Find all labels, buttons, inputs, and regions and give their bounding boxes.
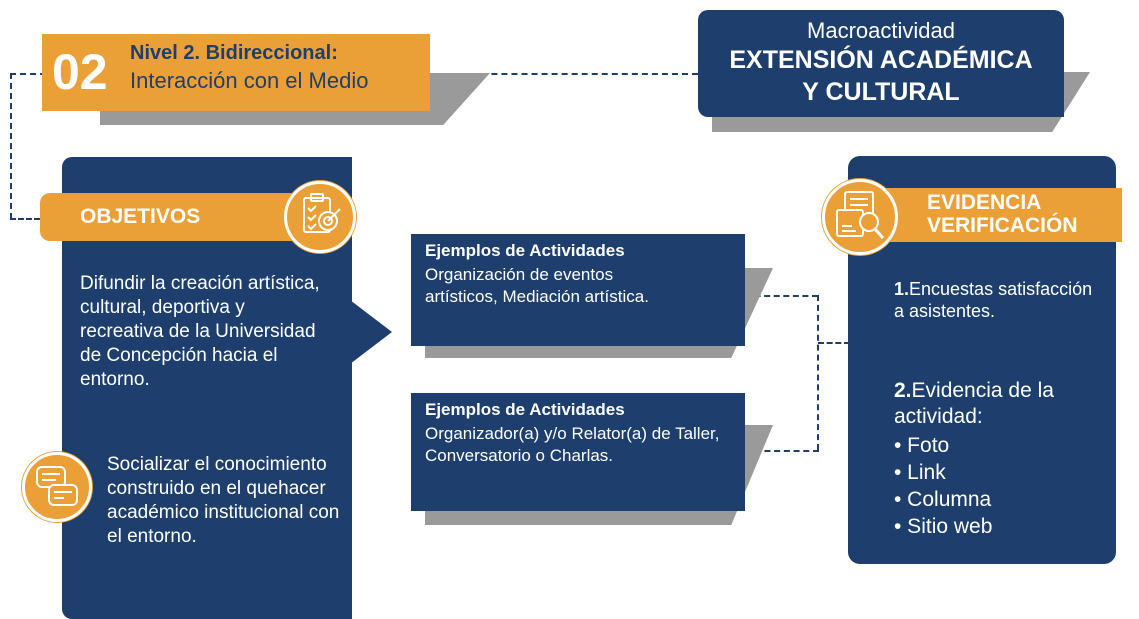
evidencia-bullets: • Foto • Link • Columna • Sitio web: [894, 432, 992, 540]
objetivos-text1: Difundir la creación artística, cultural…: [80, 273, 320, 390]
ejemplo2-text: Organizador(a) y/o Relator(a) de Taller,…: [425, 424, 720, 465]
clipboard-target-icon: [284, 181, 356, 253]
macro-box: Macroactividad EXTENSIÓN ACADÉMICA Y CUL…: [698, 10, 1064, 117]
evidencia-item1-num: 1.: [894, 279, 910, 299]
evidencia-item1-text: Encuestas satisfacción a asistentes.: [894, 279, 1093, 321]
ejemplo1-title: Ejemplos de Actividades: [425, 241, 625, 260]
connector-line: [817, 295, 819, 450]
document-magnifier-icon: [822, 179, 898, 255]
ejemplo1-text: Organización de eventos artísticos, Medi…: [425, 265, 649, 306]
objetivos-tab: OBJETIVOS: [40, 193, 310, 241]
macro-line3: Y CULTURAL: [802, 78, 960, 106]
nivel-banner: 02 Nivel 2. Bidireccional: Interacción c…: [42, 34, 430, 111]
connector-line: [10, 73, 12, 219]
ejemplo2-box: Ejemplos de Actividades Organizador(a) y…: [411, 393, 745, 511]
nivel-number: 02: [52, 44, 108, 100]
list-item: • Columna: [894, 488, 992, 511]
ejemplo2-title: Ejemplos de Actividades: [425, 400, 625, 419]
evidencia-tab: EVIDENCIA VERIFICACIÓN: [880, 188, 1122, 242]
evidencia-item2-text: Evidencia de la actividad:: [894, 379, 1054, 428]
evidencia-item2-num: 2.: [894, 379, 912, 402]
connector-line: [745, 450, 819, 452]
connector-line: [745, 295, 818, 297]
chat-bubbles-icon: [22, 452, 92, 522]
list-item: • Foto: [894, 434, 950, 457]
evidencia-item2: 2.Evidencia de la actividad:: [894, 378, 1094, 430]
macro-line2: EXTENSIÓN ACADÉMICA: [729, 46, 1033, 74]
objetivos-arrow: [350, 300, 392, 364]
evidencia-title-line1: EVIDENCIA: [927, 191, 1042, 214]
connector-line: [10, 218, 40, 220]
nivel-subtitle: Interacción con el Medio: [130, 68, 369, 93]
macro-line1: Macroactividad: [807, 18, 955, 43]
connector-line: [818, 342, 850, 344]
nivel-title: Nivel 2. Bidireccional:: [130, 42, 338, 64]
list-item: • Sitio web: [894, 515, 993, 538]
list-item: • Link: [894, 461, 946, 484]
objetivos-text2: Socializar el conocimiento construido en…: [107, 454, 340, 547]
evidencia-title-line2: VERIFICACIÓN: [927, 214, 1078, 237]
objetivos-title: OBJETIVOS: [80, 205, 201, 228]
ejemplo1-box: Ejemplos de Actividades Organización de …: [411, 234, 745, 346]
evidencia-item1: 1.Encuestas satisfacción a asistentes.: [894, 278, 1094, 322]
